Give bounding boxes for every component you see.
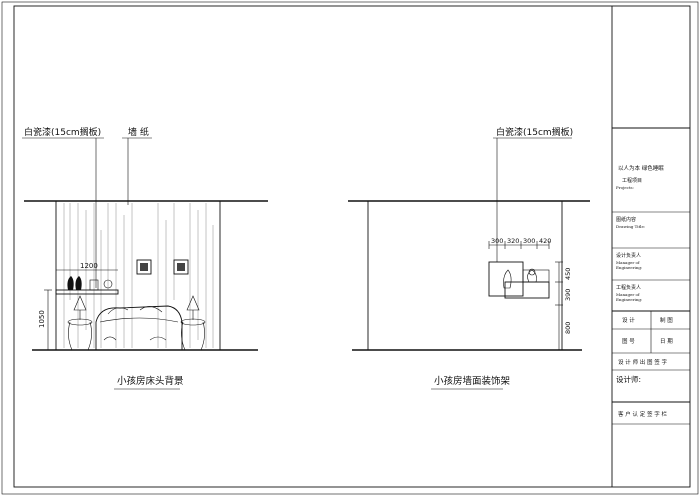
dim-top-2: 320 (507, 237, 519, 245)
tb-design-label: 设 计 (622, 316, 635, 324)
right-wall (367, 200, 563, 351)
left-elevation: 1200 (22, 126, 268, 390)
label-wallpaper: 墙 纸 (128, 126, 149, 138)
tb-drawing-label: 制 图 (660, 316, 673, 324)
tb-designer-cn: 设计负责人 (616, 252, 641, 259)
right-elevation: 300 320 300 420 450 390 800 白瓷漆(15cm搁板) … (348, 126, 590, 390)
tb-designer-en2: Engineering: (616, 265, 642, 270)
nightstand-right (180, 295, 206, 351)
dim-top-4: 420 (539, 237, 551, 245)
tb-project-cn: 工程项目 (622, 177, 642, 184)
shelf-decor (67, 276, 113, 291)
tb-project-en: Projects: (616, 185, 634, 190)
tb-sign-label: 设 计 师 出 图 签 字 (618, 358, 667, 366)
tb-drawing-cn: 图纸内容 (616, 216, 636, 223)
decorative-shelf (488, 261, 550, 299)
dim-side-1: 450 (564, 268, 572, 280)
picture-frame-1 (136, 259, 152, 275)
tb-designer-en1: Manager of (616, 260, 640, 265)
dim-top-3: 300 (523, 237, 535, 245)
left-shelf (55, 289, 119, 295)
tb-slogan: 以人为本 绿色睡眠 (618, 164, 664, 172)
wallpaper-stripes (63, 203, 214, 348)
right-elevation-title: 小孩房墙面装饰架 (434, 375, 511, 387)
nightstand-left (67, 295, 93, 351)
label-shelf-right: 白瓷漆(15cm搁板) (496, 126, 573, 138)
tb-engineer-cn: 工程负责人 (616, 284, 641, 291)
wallpaper-panel (55, 200, 221, 351)
tb-number-label: 图 号 (622, 337, 635, 345)
label-shelf-left: 白瓷漆(15cm搁板) (24, 126, 101, 138)
dim-height-text: 1050 (38, 310, 46, 328)
tb-engineer-en1: Manager of (616, 292, 640, 297)
tb-client-label: 客 户 认 定 签 字 栏 (618, 410, 667, 418)
tb-drawing-en: Drawing Title: (616, 224, 645, 229)
picture-frame-2 (173, 259, 189, 275)
tb-designer-sign: 设计师: (616, 374, 641, 384)
left-elevation-title: 小孩房床头背景 (117, 375, 184, 387)
dim-width-text: 1200 (80, 262, 98, 270)
bed (95, 305, 183, 350)
dim-side-2: 390 (564, 289, 572, 301)
dim-side-3: 800 (564, 322, 572, 334)
tb-date-label: 日 期 (660, 338, 673, 345)
title-block: 以人为本 绿色睡眠 工程项目 Projects: 图纸内容 Drawing Ti… (611, 6, 690, 487)
tb-engineer-en2: Engineering: (616, 297, 642, 302)
inner-border (13, 5, 691, 488)
